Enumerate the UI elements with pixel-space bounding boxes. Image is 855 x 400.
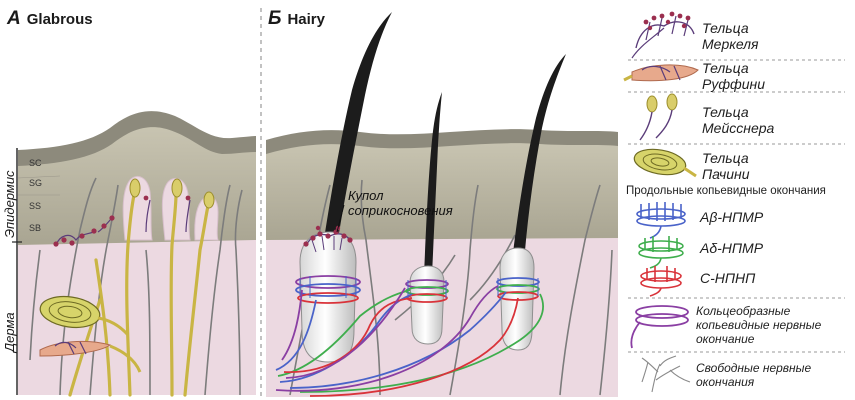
legend-merkel-line1: Тельца [702, 20, 749, 36]
touch-dome-merkel [303, 225, 353, 253]
legend-pacini-icon [633, 148, 697, 178]
legend-meissner-line1: Тельца [702, 104, 749, 120]
touch-dome-callout: Купол соприкосновения [348, 188, 453, 218]
hair-shaft-small [512, 54, 566, 262]
glabrous-meissner-corpuscles [129, 178, 215, 209]
hair-shaft-medium [424, 92, 442, 275]
legend-pacini-line1: Тельца [702, 150, 749, 166]
legend-merkel-line2: Меркеля [702, 36, 759, 52]
follicle-large [299, 231, 357, 363]
legend-circumferential-line1: Кольцеобразные [696, 304, 791, 318]
glabrous-ruffini-ending [39, 340, 142, 373]
glabrous-pacinian-corpuscle [39, 295, 130, 337]
panel-a-letter: А [7, 8, 21, 29]
legend-icons [623, 11, 845, 393]
legend-pacini-line2: Пачини [702, 166, 750, 182]
legend-free-line1: Свободные нервные [696, 361, 812, 375]
legend-circumferential-line2: копьевидные нервные [696, 318, 822, 332]
panel-b-letter: Б [268, 8, 282, 29]
layer-label-sb: SB [29, 223, 42, 233]
legend-circumferential: Кольцеобразные копьевидные нервные оконч… [696, 304, 821, 346]
panel-a-name: Glabrous [26, 11, 93, 28]
legend-longitudinal-header: Продольные копьевидные окончания [626, 185, 826, 197]
legend-merkel: Тельца Меркеля [702, 20, 759, 52]
legend-ad-ltmr: Аδ-НПМР [700, 240, 764, 256]
follicle-lanceolate-rings [295, 275, 540, 304]
hairy-free-endings [289, 179, 613, 396]
legend-free-ending-icon [641, 355, 691, 393]
legend-meissner-icon [639, 93, 678, 141]
layer-label-sg: SG [29, 178, 43, 188]
glabrous-stratum-corneum [18, 111, 256, 166]
meissner-fibers [68, 193, 210, 397]
touch-dome-callout-line1: Купол [348, 188, 384, 203]
legend-c-ltmr-icon [640, 266, 682, 297]
glabrous-panel [17, 111, 256, 397]
legend-ruffini-icon [623, 64, 699, 82]
panel-b-name: Hairy [287, 11, 325, 28]
legend-ruffini-line1: Тельца [702, 60, 749, 76]
hair-shaft-large [322, 12, 392, 252]
legend-ab-ltmr-icon [636, 202, 686, 239]
legend-free-line2: окончания [696, 375, 755, 389]
legend-meissner-line2: Мейсснера [702, 120, 775, 136]
legend-pacini: Тельца Пачини [702, 150, 750, 182]
legend-ruffini: Тельца Руффини [702, 60, 765, 92]
follicle-medium [409, 265, 445, 345]
legend-c-ltmr: С-НПНП [700, 270, 756, 286]
lanceolate-palisade [299, 276, 539, 298]
touch-dome-callout-line2: соприкосновения [348, 203, 453, 218]
hairy-panel [266, 12, 618, 397]
legend-meissner: Тельца Мейсснера [702, 104, 774, 136]
legend-ad-ltmr-icon [638, 236, 684, 269]
legend-merkel-icon [631, 11, 695, 59]
legend-ab-ltmr: Аβ-НПМР [700, 209, 764, 225]
legend-circumferential-icon [630, 305, 689, 349]
legend-circumferential-line3: окончание [696, 332, 755, 346]
panel-a-title: А Glabrous [7, 8, 93, 30]
legend-free-endings: Свободные нервные окончания [696, 361, 811, 389]
dermis-label: Дерма [2, 312, 17, 352]
layer-label-sc: SC [29, 158, 42, 168]
legend-ruffini-line2: Руффини [702, 76, 766, 92]
layer-label-ss: SS [29, 201, 42, 211]
hairy-nerve-fibers [275, 285, 544, 397]
epidermis-label: Эпидермис [2, 170, 17, 238]
panel-b-title: Б Hairy [268, 8, 325, 30]
